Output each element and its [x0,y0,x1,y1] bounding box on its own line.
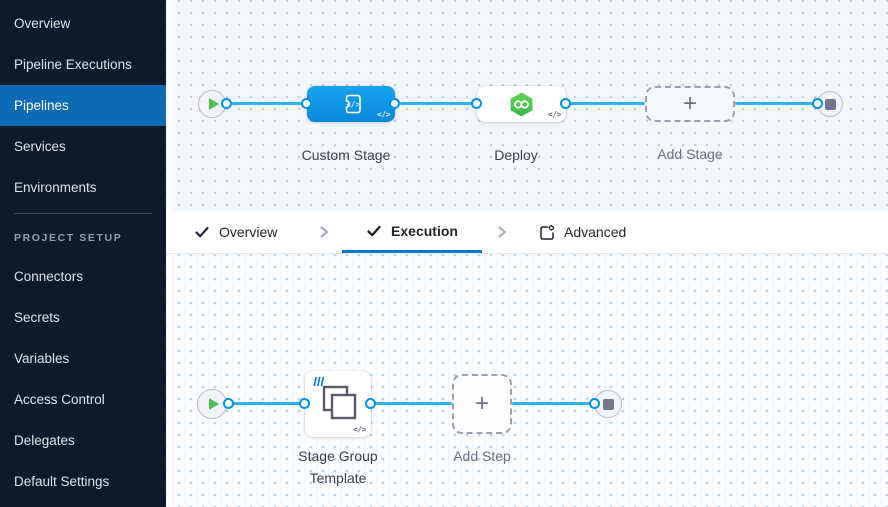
edge-start-to-template [229,402,305,405]
sidebar-item-access-control[interactable]: Access Control [14,392,105,407]
code-badge-icon: </> [353,425,366,434]
tab-advanced-label: Advanced [564,224,627,240]
edge-start-to-custom [227,102,307,105]
step-label: Stage Group Template [298,448,378,486]
custom-stage-node[interactable]: </> </> [307,86,395,122]
project-setup-heading: PROJECT SETUP [14,232,123,244]
sidebar-item-environments[interactable]: Environments [14,180,97,195]
play-icon [208,98,219,110]
tab-overview[interactable]: Overview [194,211,277,253]
add-stage-button[interactable]: + [645,86,735,122]
check-icon [367,225,381,236]
check-icon [195,226,209,238]
add-step-button[interactable]: + [452,374,512,434]
execution-canvas[interactable]: </> Stage Group Template + Add Step [166,254,888,507]
sidebar-divider [14,213,152,214]
sidebar-item-pipelines[interactable]: Pipelines [0,85,166,126]
sidebar-item-secrets[interactable]: Secrets [14,310,60,325]
plus-icon: + [474,390,489,417]
edge-addstep-to-end [512,402,595,405]
sidebar-item-default-settings[interactable]: Default Settings [14,474,110,489]
connector-port[interactable] [471,98,482,109]
chevron-right-icon [316,211,332,253]
connector-port[interactable] [223,398,234,409]
connector-port[interactable] [589,398,600,409]
chevron-right-icon [494,211,510,253]
sidebar-item-pipeline-executions[interactable]: Pipeline Executions [14,57,132,72]
pipeline-end-node [817,91,843,117]
connector-port[interactable] [389,98,400,109]
play-icon [208,398,219,410]
cd-hexagon-icon [510,92,533,116]
add-step-label: Add Step [453,448,511,464]
stage-label: Deploy [494,147,538,163]
custom-stage-icon: </> [345,94,361,114]
stage-group-template-node[interactable]: </> [305,371,371,437]
stage-canvas[interactable]: </> </> Custom Stage </> Deploy [166,0,888,211]
edge-addstage-to-end [735,102,818,105]
pipeline-studio-main: </> </> Custom Stage </> Deploy [166,0,888,507]
deploy-stage-node[interactable]: </> [477,86,566,122]
sidebar-item-variables[interactable]: Variables [14,351,70,366]
tab-execution[interactable]: Execution [342,211,482,253]
edge-custom-to-deploy [395,102,477,105]
stop-icon [602,398,614,410]
connector-port[interactable] [299,398,310,409]
plus-icon: + [682,90,697,117]
connector-port[interactable] [365,398,376,409]
sidebar-nav: Overview Pipeline Executions Pipelines S… [0,0,166,507]
edge-deploy-to-addstage [566,102,645,105]
stage-config-tabbar: Overview Execution [166,211,888,254]
add-stage-label: Add Stage [657,146,723,162]
tab-execution-label: Execution [391,222,458,239]
code-badge-icon: </> [548,110,561,119]
connector-port[interactable] [221,98,232,109]
sidebar-item-services[interactable]: Services [14,139,66,154]
stage-group-icon [322,385,357,420]
edge-template-to-addstep [371,402,452,405]
connector-port[interactable] [812,98,823,109]
sidebar-item-overview[interactable]: Overview [14,16,71,31]
svg-text:</>: </> [346,100,360,109]
tab-advanced[interactable]: Advanced [538,211,626,253]
sidebar-item-delegates[interactable]: Delegates [14,433,75,448]
tab-overview-label: Overview [219,224,278,240]
code-badge-icon: </> [377,110,390,119]
stop-icon [824,98,836,110]
stage-label: Custom Stage [301,147,391,163]
connector-port[interactable] [301,98,312,109]
advanced-settings-icon [540,224,555,240]
template-badge-icon [313,376,325,387]
connector-port[interactable] [560,98,571,109]
sidebar-item-connectors[interactable]: Connectors [14,269,84,284]
